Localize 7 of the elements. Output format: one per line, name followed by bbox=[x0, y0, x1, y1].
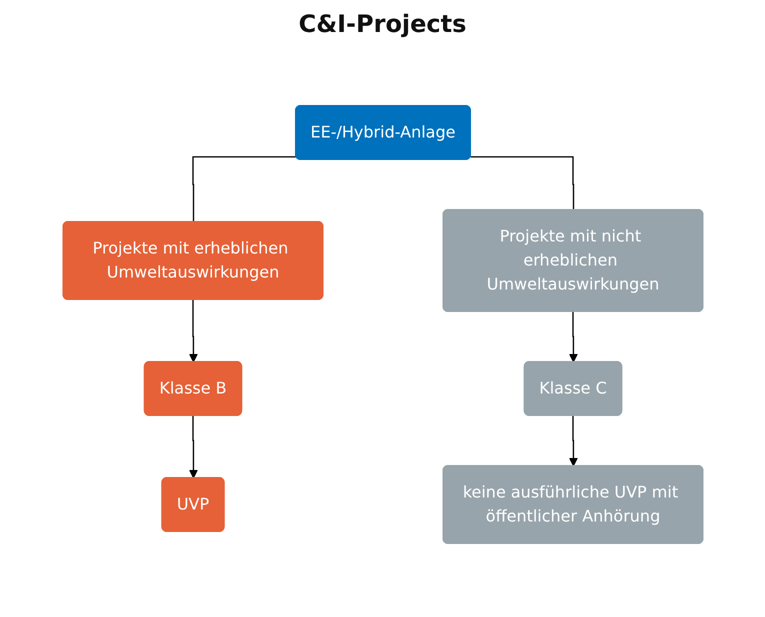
title: C&I-Projects bbox=[298, 10, 468, 38]
connector bbox=[470, 156, 574, 210]
connector bbox=[192, 156, 296, 222]
arrow bbox=[568, 415, 578, 466]
arrow bbox=[188, 415, 198, 478]
arrow bbox=[568, 311, 578, 362]
arrow bbox=[188, 299, 198, 362]
